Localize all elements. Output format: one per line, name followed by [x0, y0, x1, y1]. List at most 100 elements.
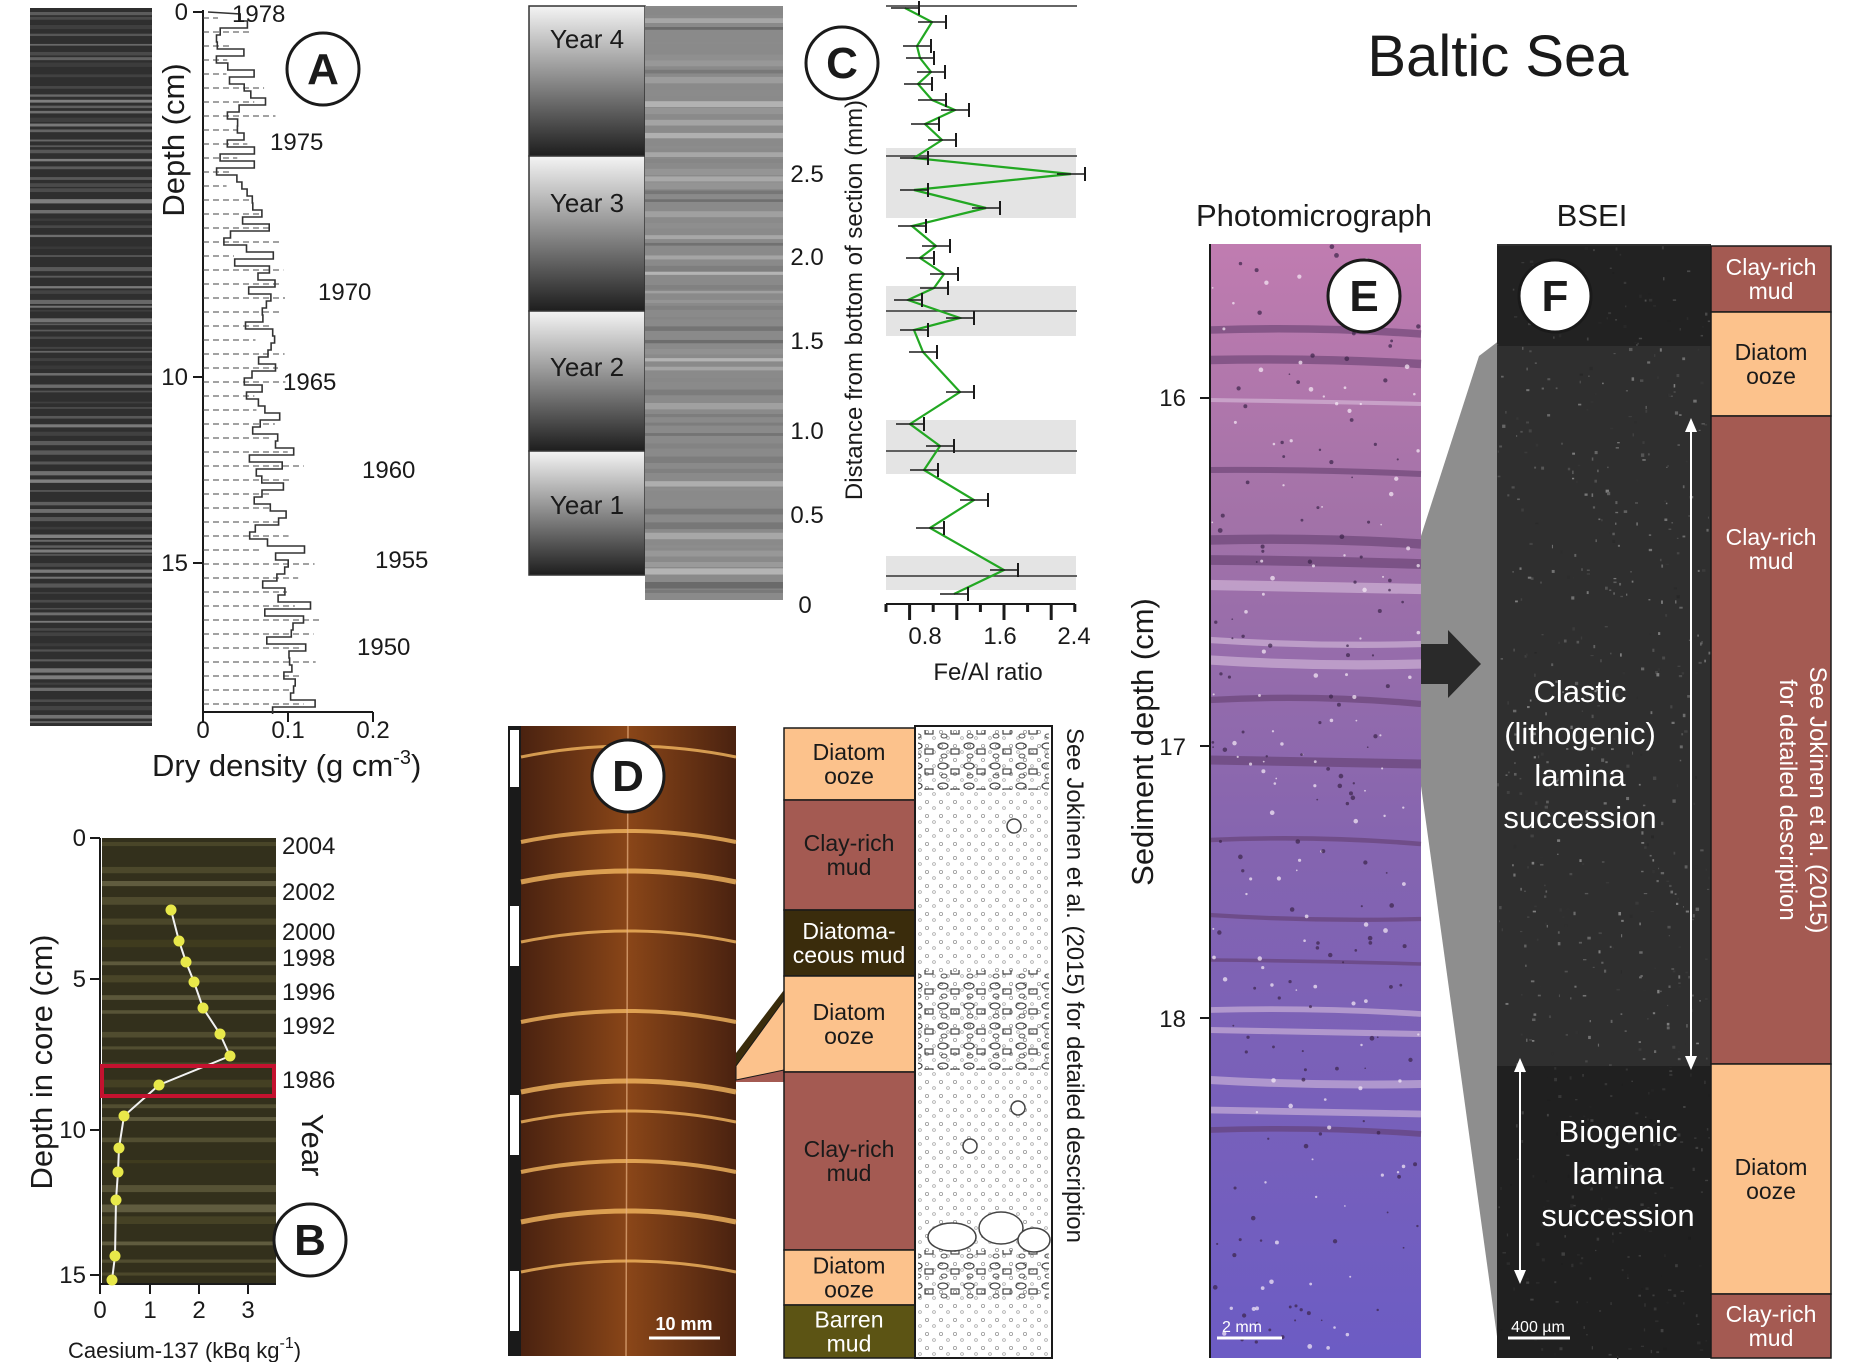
texture-grain — [1557, 942, 1561, 946]
core-band — [102, 1010, 276, 1014]
texture-grain — [1527, 344, 1531, 346]
texture-grain — [1685, 460, 1688, 463]
texture-grain — [1560, 550, 1563, 554]
panel-c-label-circle — [804, 25, 880, 101]
texture-grain — [1669, 884, 1672, 888]
texture-grain — [1586, 573, 1591, 575]
texture-grain — [1513, 873, 1516, 877]
core-band — [102, 1259, 276, 1263]
section-band — [645, 378, 783, 382]
texture-grain — [1519, 792, 1523, 795]
panel-c-ytick-10: 1.0 — [790, 418, 823, 445]
grain — [1254, 1340, 1258, 1344]
texture-grain — [1584, 892, 1589, 895]
section-band — [645, 145, 783, 149]
texture-grain — [1514, 316, 1518, 318]
grain — [1217, 930, 1222, 935]
panel-e-label-circle — [1326, 258, 1402, 334]
texture-grain — [1699, 1000, 1701, 1002]
texture-grain — [1640, 379, 1644, 382]
texture-grain — [1679, 414, 1682, 416]
panel-b-year-2002: 2002 — [282, 879, 335, 906]
grain — [1371, 654, 1375, 657]
core-band — [30, 188, 152, 193]
texture-grain — [1687, 695, 1691, 698]
texture-grain — [1640, 667, 1645, 671]
lithology-label: Diatoma- — [802, 918, 895, 944]
texture-grain — [1546, 800, 1549, 804]
texture-grain — [1571, 477, 1575, 480]
grain — [1267, 1137, 1270, 1140]
texture-grain — [1638, 1048, 1642, 1051]
texture-grain — [1665, 563, 1669, 566]
texture-grain — [1612, 271, 1615, 274]
texture-grain — [1645, 409, 1648, 413]
lithology-label: mud — [1749, 278, 1794, 304]
core-band — [30, 699, 152, 702]
section-band — [645, 443, 783, 449]
texture-grain — [1688, 639, 1691, 641]
texture-grain — [1639, 951, 1643, 954]
grain — [1416, 449, 1420, 453]
core-band — [30, 218, 152, 221]
texture-grain — [1588, 1035, 1591, 1040]
grain — [1399, 983, 1403, 987]
panel-a-year-1955: 1955 — [375, 547, 428, 574]
grain — [1270, 575, 1275, 581]
texture-grain — [1698, 661, 1702, 664]
texture-grain — [1623, 735, 1626, 739]
texture-grain — [1570, 783, 1572, 786]
texture-grain — [1529, 814, 1532, 818]
grain — [1288, 1305, 1292, 1309]
section-band — [645, 456, 783, 463]
grain — [1233, 1186, 1237, 1190]
texture-grain — [1587, 983, 1589, 985]
grain — [1301, 1050, 1304, 1053]
panel-b-year-1986: 1986 — [282, 1067, 335, 1094]
grain — [1257, 310, 1262, 315]
texture-grain — [1520, 994, 1523, 996]
grain — [1257, 956, 1263, 961]
texture-grain — [1544, 805, 1549, 809]
texture-grain — [1678, 946, 1681, 948]
grain — [1334, 253, 1339, 258]
texture-grain — [1673, 384, 1676, 388]
texture-grain — [1595, 688, 1598, 691]
texture-grain — [1609, 532, 1613, 535]
grain — [1329, 718, 1334, 723]
texture-grain — [1526, 828, 1528, 830]
section-band — [645, 242, 783, 246]
texture-grain — [1665, 614, 1668, 617]
texture-grain — [1640, 453, 1645, 457]
texture-grain — [1671, 968, 1675, 970]
texture-grain — [1693, 638, 1696, 641]
grain — [1229, 1306, 1233, 1310]
panel-f-label: F — [1542, 272, 1569, 321]
section-band — [645, 168, 783, 176]
lithology-label: Barren — [814, 1307, 883, 1333]
panel-b-ytick-0: 0 — [73, 825, 86, 852]
texture-grain — [1654, 354, 1656, 357]
texture-grain — [1525, 653, 1528, 657]
section-band — [645, 499, 783, 507]
panel-f: BSEI Clastic (lithogenic) lamina success… — [1497, 198, 1832, 1360]
panel-b-y-ticks: 0 5 10 15 — [59, 825, 100, 1289]
grain — [1345, 653, 1351, 658]
grain — [1321, 849, 1326, 854]
texture-grain — [1526, 421, 1530, 424]
texture-grain — [1582, 994, 1587, 997]
grain — [1413, 1162, 1418, 1167]
section-band — [645, 235, 783, 240]
lithology-label: ooze — [1746, 1178, 1796, 1204]
core-band — [30, 583, 152, 588]
grain — [1296, 380, 1301, 384]
texture-grain — [1600, 659, 1602, 663]
grain — [1402, 944, 1407, 949]
panel-b-core-bands — [102, 842, 276, 1276]
core-band — [102, 1272, 276, 1276]
cs137-point — [165, 904, 177, 916]
panel-d-zoom-wedge-light — [735, 998, 785, 1081]
panel-b-year-axis-label: Year — [295, 1114, 330, 1177]
core-band — [30, 117, 152, 122]
core-band — [30, 158, 152, 162]
